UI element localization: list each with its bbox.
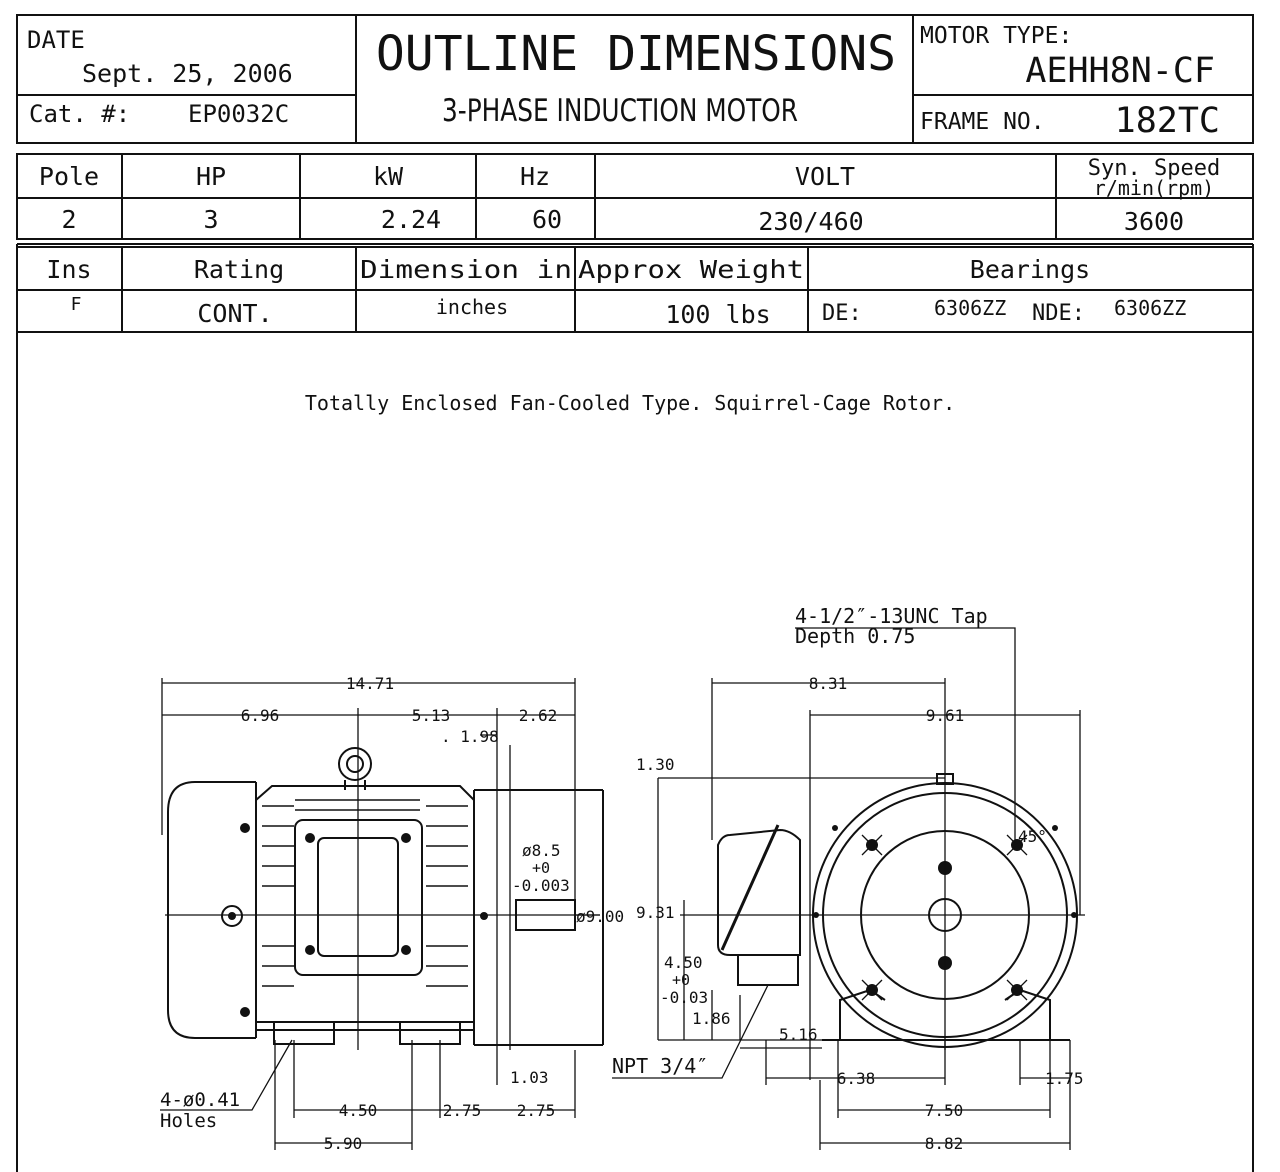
title-block: DATE Sept. 25, 2006 Cat. #: EP0032C OUTL…: [16, 14, 1254, 144]
value-weight: 100 lbs: [665, 300, 770, 329]
header-syn-speed: Syn. Speed: [1088, 156, 1220, 181]
header-hp: HP: [196, 162, 226, 191]
header-volt: VOLT: [795, 162, 855, 191]
dim-1-03: 1.03: [510, 1068, 549, 1087]
motor-type-value: AEHH8N-CF: [1025, 51, 1215, 91]
dim-tol-plus: +0: [672, 971, 690, 989]
flange-diameter: ø9.00: [576, 907, 624, 926]
value-pole: 2: [61, 205, 76, 234]
value-volt: 230/460: [758, 207, 863, 236]
dim-7-50: 7.50: [925, 1101, 964, 1120]
frame-label: FRAME NO.: [920, 109, 1045, 135]
dim-8-31: 8.31: [809, 674, 848, 693]
tap-depth: Depth 0.75: [795, 624, 915, 648]
dim-9-61: 9.61: [926, 706, 965, 725]
dim-5-90: 5.90: [324, 1134, 363, 1153]
dim-2-62: 2.62: [519, 706, 558, 725]
value-syn-speed: 3600: [1124, 207, 1184, 236]
side-view-bolts: [240, 823, 488, 1017]
header-rpm: r/min(rpm): [1094, 176, 1214, 200]
value-ins: F: [71, 294, 82, 315]
header-dimension: Dimension in: [360, 255, 572, 284]
header-bearings: Bearings: [970, 255, 1090, 284]
npt-callout: NPT 3/4″: [612, 1054, 708, 1078]
end-view: 4-1/2″-13UNC Tap Depth 0.75 8.31 9.61 1.…: [612, 604, 1085, 1153]
drawing-subtitle: 3-PHASE INDUCTION MOTOR: [442, 93, 798, 129]
header-kw: kW: [373, 162, 404, 191]
dim-9-31: 9.31: [636, 903, 675, 922]
dim-1-75: 1.75: [1045, 1069, 1084, 1088]
dim-2-75-a: 2.75: [443, 1101, 482, 1120]
motor-type-label: MOTOR TYPE:: [920, 23, 1072, 49]
value-dimension-unit: inches: [436, 295, 508, 319]
tap-callout: 4-1/2″-13UNC Tap: [795, 604, 988, 628]
de-value: 6306ZZ: [934, 296, 1006, 320]
drawing-title: OUTLINE DIMENSIONS: [376, 26, 896, 82]
value-hz: 60: [532, 205, 562, 234]
end-view-dimension-lines: [612, 627, 1085, 1150]
shaft-tol-minus: -0.003: [512, 876, 570, 895]
date-label: DATE: [27, 26, 85, 54]
cat-label: Cat. #:: [29, 100, 130, 128]
dim-5-13: 5.13: [412, 706, 451, 725]
dim-1-30: 1.30: [636, 755, 675, 774]
dim-1-98: . 1.98: [441, 727, 499, 746]
dim-45-degrees: 45°: [1018, 827, 1047, 846]
spec-table-electrical: Pole HP kW Hz VOLT Syn. Speed r/min(rpm)…: [16, 153, 1254, 240]
side-view-dimension-lines: [160, 678, 600, 1150]
end-view-motor-body: [717, 773, 1078, 1048]
dim-6-96: 6.96: [241, 706, 280, 725]
dim-1-86: 1.86: [692, 1009, 731, 1028]
value-kw: 2.24: [381, 205, 441, 234]
end-view-bolt-cross-marks: [861, 780, 1028, 1050]
header-pole: Pole: [39, 162, 99, 191]
de-label: DE:: [822, 301, 862, 326]
side-view-cooling-fins: [262, 799, 468, 987]
side-view: 14.71 6.96 5.13 2.62 . 1.98 ø8.5 +0 -0.0…: [160, 674, 624, 1153]
header-weight: Approx Weight: [578, 255, 804, 284]
cat-value: EP0032C: [188, 100, 289, 128]
header-ins: Ins: [46, 255, 91, 284]
shaft-tol-plus: +0: [532, 859, 550, 877]
nde-label: NDE:: [1032, 301, 1085, 326]
spec-table-mechanical: Ins Rating Dimension in Approx Weight Be…: [16, 243, 1254, 1172]
dim-6-38: 6.38: [837, 1069, 876, 1088]
nde-value: 6306ZZ: [1114, 296, 1186, 320]
dim-4-50: 4.50: [339, 1101, 378, 1120]
value-rating: CONT.: [197, 299, 272, 328]
holes-callout-2: Holes: [160, 1110, 217, 1132]
side-view-motor-body: [167, 747, 604, 1046]
shaft-diameter: ø8.5: [522, 841, 561, 860]
dim-14-71: 14.71: [346, 674, 394, 693]
header-rating: Rating: [194, 255, 284, 284]
dim-4-50-end: 4.50: [664, 953, 703, 972]
dim-8-82: 8.82: [925, 1134, 964, 1153]
dim-5-16: 5.16: [779, 1025, 818, 1044]
value-hp: 3: [203, 205, 218, 234]
holes-callout: 4-ø0.41: [160, 1089, 240, 1111]
dim-2-75-b: 2.75: [517, 1101, 556, 1120]
date-value: Sept. 25, 2006: [82, 59, 293, 88]
header-hz: Hz: [520, 162, 550, 191]
frame-value: 182TC: [1115, 101, 1220, 141]
dim-tol-minus: -0.03: [660, 988, 708, 1007]
motor-description: Totally Enclosed Fan-Cooled Type. Squirr…: [305, 391, 955, 415]
